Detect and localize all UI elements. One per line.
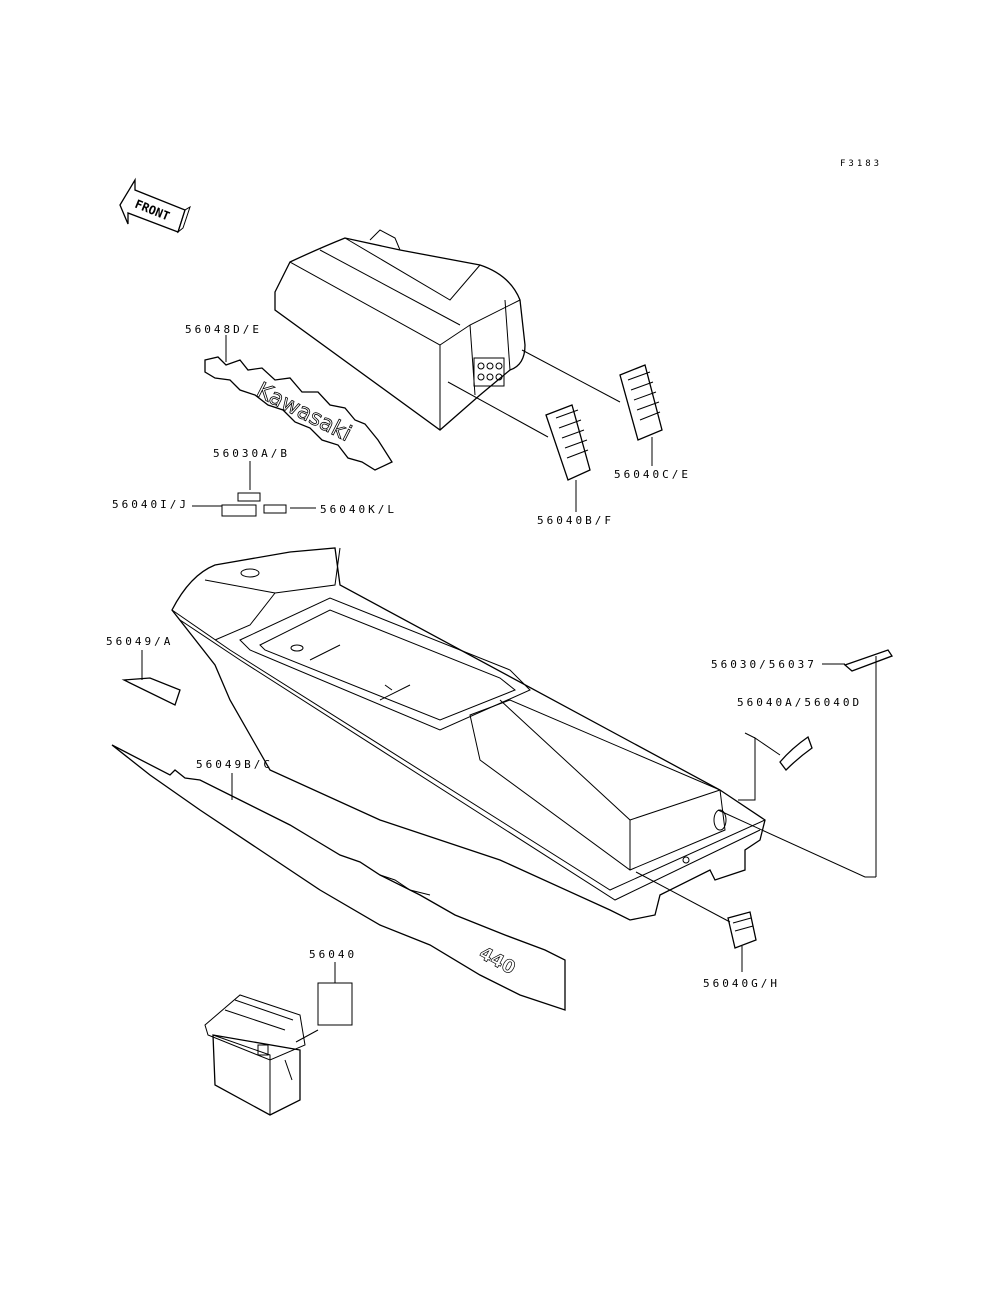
part-56040: 56040	[309, 948, 357, 961]
front-arrow-icon: FRONT	[119, 177, 191, 234]
part-56049a: 56049/A	[106, 635, 173, 648]
leader-lines	[141, 335, 877, 1043]
part-56040bf: 56040B/F	[537, 514, 614, 527]
mat-56040bf	[545, 404, 591, 481]
decal-56040gh	[727, 911, 757, 949]
figure-code: F3183	[840, 159, 882, 169]
decal-56030ab	[237, 492, 261, 502]
part-56040gh: 56040G/H	[703, 977, 780, 990]
decal-56040kl	[263, 504, 287, 514]
decal-56030-56037	[843, 649, 893, 672]
part-56030-56037: 56030/56037	[711, 658, 817, 671]
part-56048de: 56048D/E	[185, 323, 262, 336]
label-56040	[317, 982, 353, 1026]
mat-56040ce	[619, 364, 663, 441]
engine-hood	[274, 229, 526, 431]
side-stripe-decal: 440	[111, 744, 566, 1011]
decal-56049a	[121, 677, 181, 706]
decal-56040ij	[221, 504, 257, 517]
battery	[204, 994, 306, 1116]
part-56030ab: 56030A/B	[213, 447, 290, 460]
hull	[171, 547, 766, 921]
part-56040a-56040d: 56040A/56040D	[737, 696, 862, 709]
part-56040ce: 56040C/E	[614, 468, 691, 481]
part-56049bc: 56049B/C	[196, 758, 273, 771]
decal-56040a-56040d	[779, 735, 813, 771]
part-56040ij: 56040I/J	[112, 498, 189, 511]
part-56040kl: 56040K/L	[320, 503, 397, 516]
